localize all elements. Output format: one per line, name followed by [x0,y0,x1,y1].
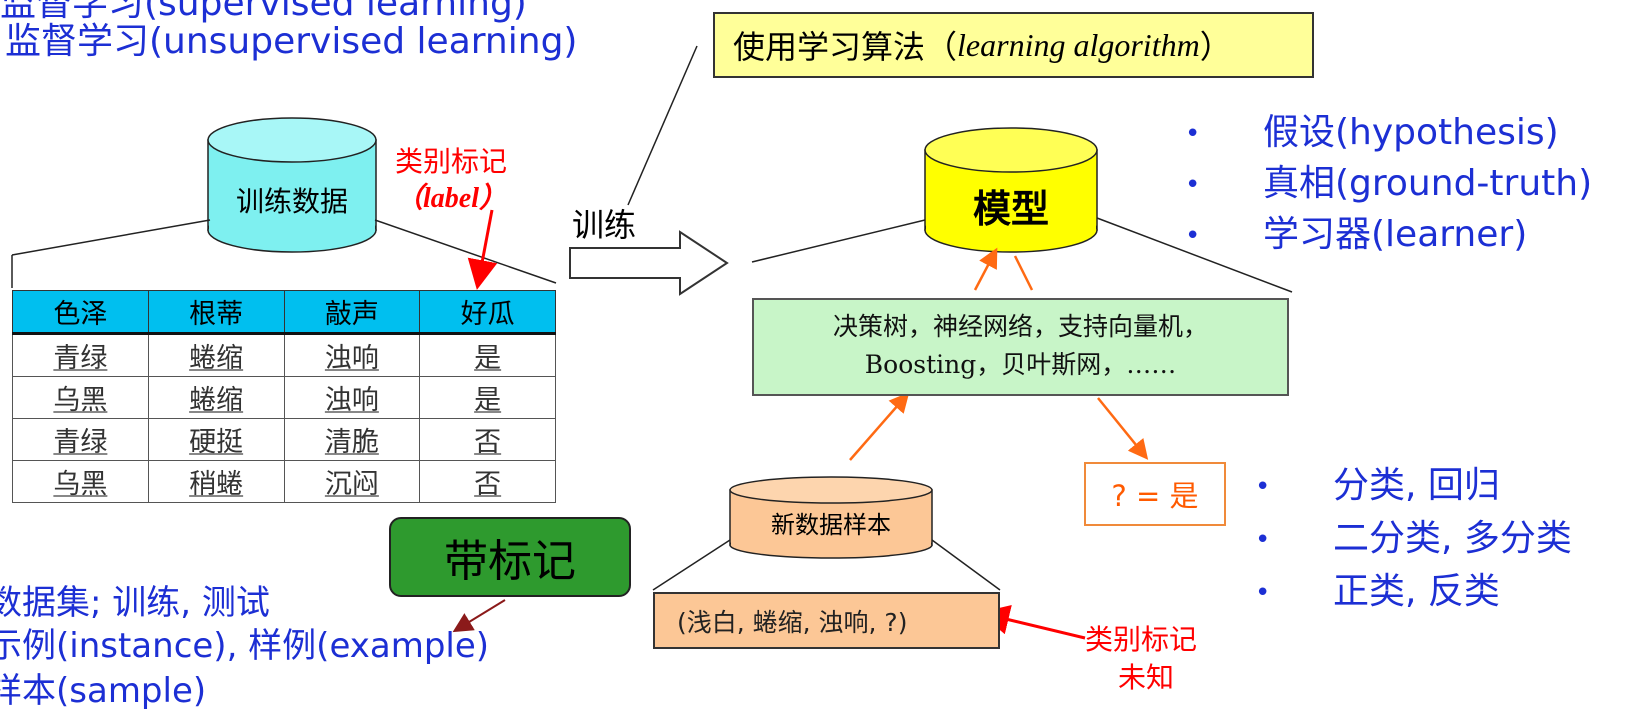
algo-term: learning algorithm [957,26,1200,63]
model-types-line1: 决策树，神经网络，支持向量机， [832,312,1208,341]
table-cell: 稍蜷 [147,460,285,503]
orange-arrow-up-left [973,247,998,291]
table-cell: 青绿 [12,418,149,461]
model-fan-left [751,219,926,263]
train-arrow [569,230,729,296]
orange-arrow-sample-to-model [849,392,910,461]
orange-line-down-right [1013,255,1034,291]
table-cell: 是 [419,333,556,377]
table-cell: 硬挺 [147,418,285,461]
unsupervised-learning-text: 监督学习(unsupervised learning) [5,21,578,62]
training-data-label: 训练数据 [235,185,348,218]
table-cell: 沉闷 [283,460,421,503]
instance-example-text: 示例(instance), 样例(example) [0,626,490,666]
table-fan-right [374,219,557,284]
unknown-label-arrow [979,605,1086,640]
supervised-learning-text: 监督学习(supervised learning) [0,0,527,24]
orange-arrow-model-to-answer [1097,397,1149,460]
table-cell: 乌黑 [12,376,149,419]
task-terms-list: •分类, 回归 •二分类, 多分类 •正类, 反类 [1255,460,1572,619]
table-cell: 浊响 [283,376,421,419]
new-sample-cylinder [729,476,933,559]
algo-suffix: ） [1199,28,1232,66]
sample-fan-left [652,539,731,591]
table-header: 敲声 [283,290,421,335]
model-cylinder [924,127,1098,253]
bullet-icon: • [1185,119,1201,149]
table-cell: 清脆 [283,418,421,461]
sample-text: 样本(sample) [0,671,207,711]
table-cell: 否 [419,460,556,503]
model-types-box: 决策树，神经网络，支持向量机， Boosting，贝叶斯网，…… [752,298,1289,396]
bullet-icon: • [1255,472,1271,502]
model-fan-right [1096,217,1293,293]
bullet-icon: • [1255,578,1271,608]
model-label: 模型 [972,187,1049,231]
learning-algorithm-box: 使用学习算法（learning algorithm） [713,12,1314,78]
list-item: •真相(ground-truth) [1185,159,1592,210]
bullet-icon: • [1255,525,1271,555]
diagram-canvas [11,45,1293,640]
table-cell: 蜷缩 [147,333,285,377]
list-item: •二分类, 多分类 [1255,513,1572,566]
table-header-row: 色泽 根蒂 敲声 好瓜 [12,290,556,335]
new-sample-label: 新数据样本 [771,511,891,539]
table-cell: 青绿 [12,333,149,377]
new-sample-tuple-box: (浅白, 蜷缩, 浊响, ?) [653,592,1000,649]
list-item: •假设(hypothesis) [1185,108,1592,159]
table-header: 根蒂 [147,290,285,335]
table-cell: 蜷缩 [147,376,285,419]
table-row: 青绿 蜷缩 浊响 是 [12,333,556,377]
sample-fan-right [931,539,1001,591]
prediction-answer-box: ? = 是 [1084,462,1226,526]
table-row: 乌黑 蜷缩 浊响 是 [12,376,556,419]
model-terms-list: •假设(hypothesis) •真相(ground-truth) •学习器(l… [1185,108,1592,261]
bullet-icon: • [1185,221,1201,251]
algo-connector-line [627,45,698,206]
labeled-button[interactable]: 带标记 [389,517,631,597]
bullet-icon: • [1185,170,1201,200]
table-header: 好瓜 [419,290,556,335]
dataset-text: 数据集; 训练, 测试 [0,583,270,623]
table-row: 青绿 硬挺 清脆 否 [12,418,556,461]
list-item: •正类, 反类 [1255,566,1572,619]
table-cell: 是 [419,376,556,419]
unknown-label-line1: 类别标记 [1085,623,1198,656]
table-cell: 否 [419,418,556,461]
labeled-arrow [452,599,506,633]
table-cell: 乌黑 [12,460,149,503]
table-row: 乌黑 稍蜷 沉闷 否 [12,460,556,503]
algo-prefix: 使用学习算法（ [733,28,958,66]
label-note-line1: 类别标记 [395,145,508,178]
label-arrow [467,209,498,290]
model-types-line2: Boosting，贝叶斯网，…… [864,350,1177,379]
training-table: 色泽 根蒂 敲声 好瓜 青绿 蜷缩 浊响 是 乌黑 蜷缩 浊响 是 青绿 硬挺 … [12,290,556,503]
training-data-cylinder [207,117,377,253]
list-item: •分类, 回归 [1255,460,1572,513]
table-cell: 浊响 [283,333,421,377]
table-fan-left [11,219,211,256]
list-item: •学习器(learner) [1185,210,1592,261]
label-note-line2: （label） [395,183,507,214]
table-header: 色泽 [12,290,149,335]
train-label: 训练 [572,206,637,244]
unknown-label-line2: 未知 [1118,661,1175,694]
